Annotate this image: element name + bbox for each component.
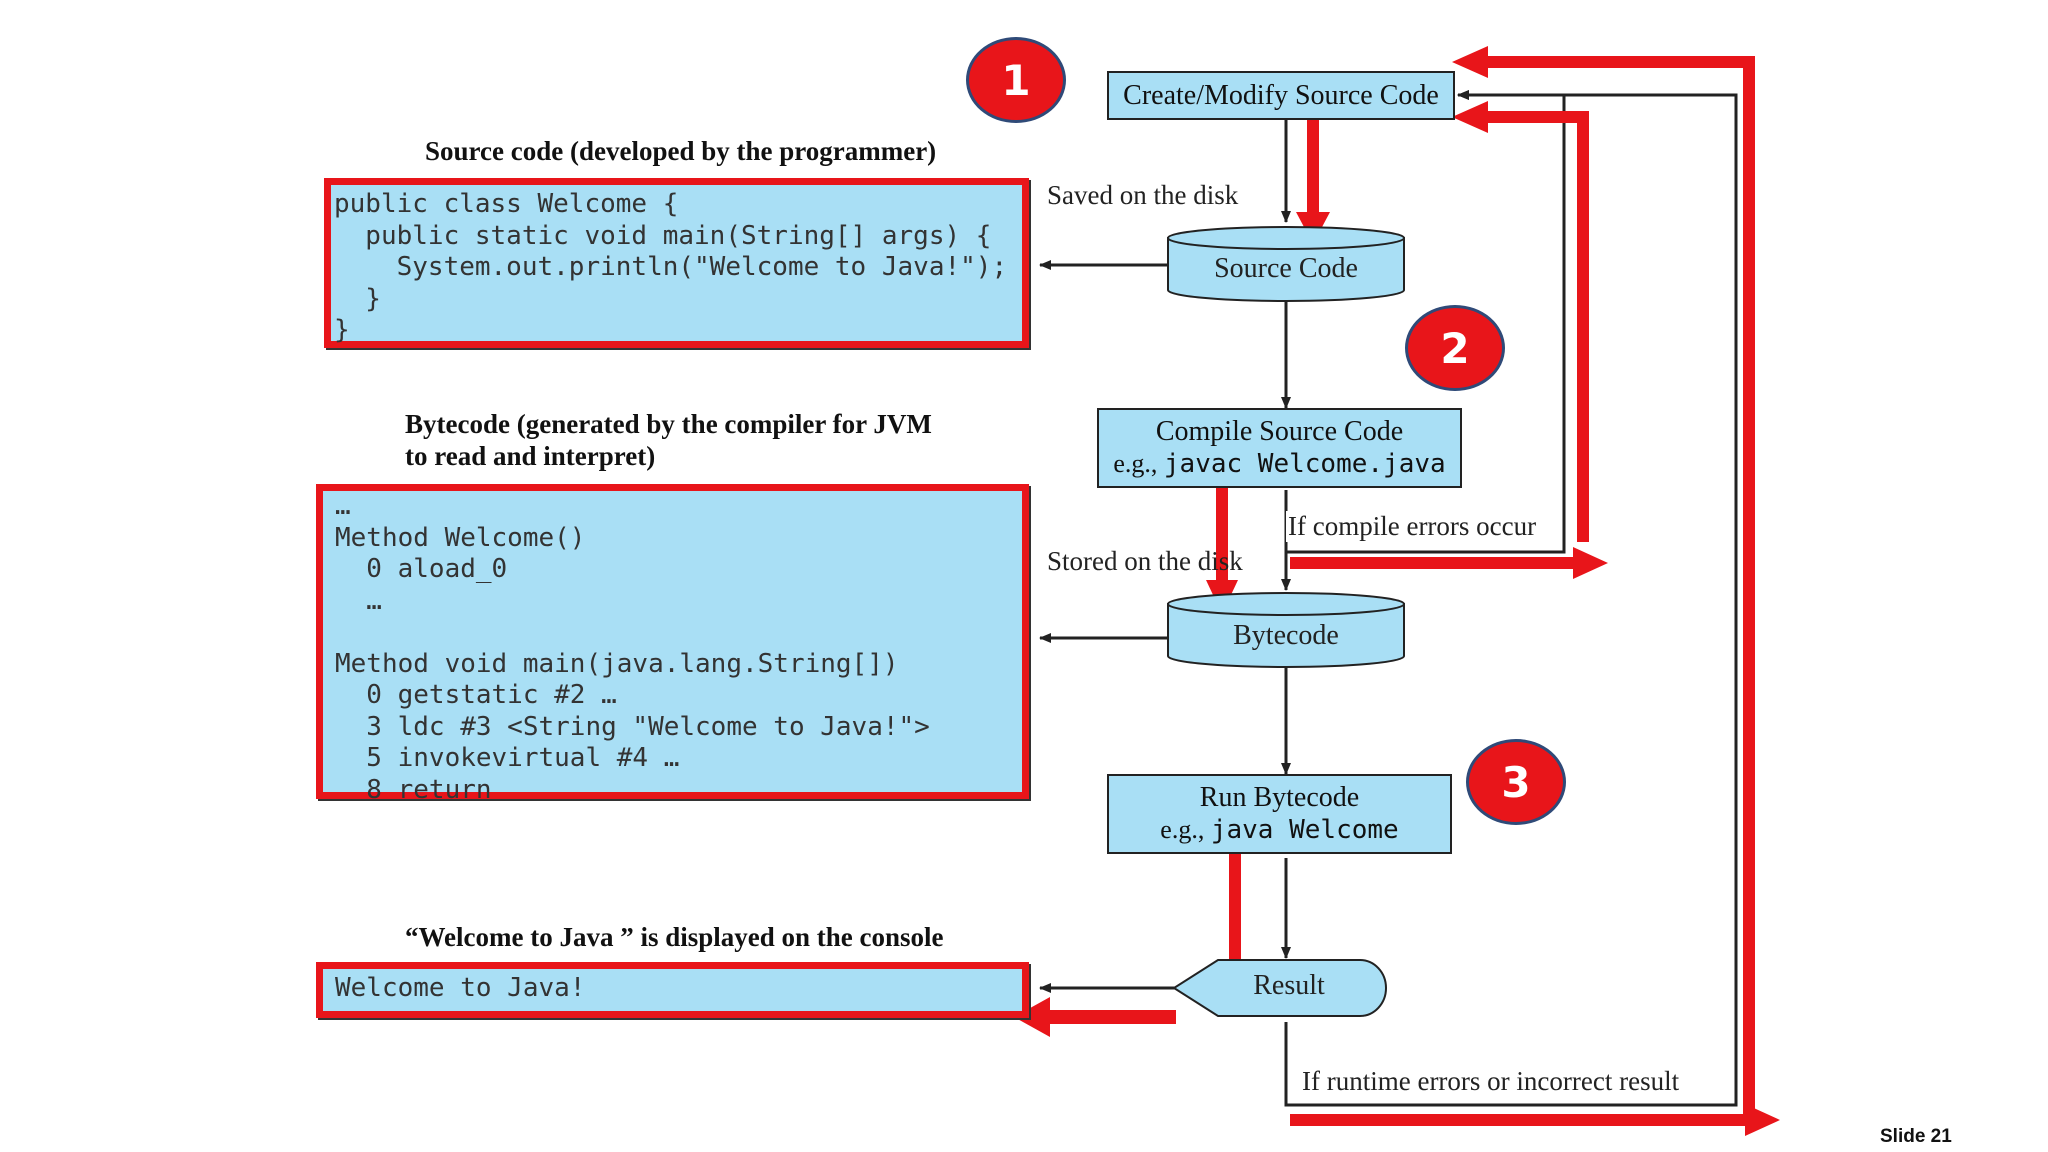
runtime-errors-label: If runtime errors or incorrect result (1302, 1066, 1680, 1096)
compile-eg: e.g., (1113, 449, 1164, 478)
compile-box: Compile Source Code e.g., javac Welcome.… (1097, 408, 1462, 488)
source-code-cylinder (1167, 226, 1405, 302)
console-output-panel: Welcome to Java! (316, 962, 1029, 1018)
create-modify-label: Create/Modify Source Code (1123, 80, 1439, 111)
step-badge-2: 2 (1405, 305, 1505, 391)
runtime-error-loop (1284, 90, 1738, 1107)
create-modify-box: Create/Modify Source Code (1107, 71, 1455, 120)
console-output-text: Welcome to Java! (335, 973, 586, 1003)
stored-on-disk-label: Stored on the disk (1047, 546, 1243, 576)
run-command: java Welcome (1210, 815, 1399, 845)
bytecode-caption-line1: Bytecode (generated by the compiler for … (405, 409, 932, 439)
source-code-caption: Source code (developed by the programmer… (425, 136, 937, 166)
run-box: Run Bytecode e.g., java Welcome (1107, 774, 1452, 854)
console-caption: “Welcome to Java ” is displayed on the c… (405, 922, 944, 952)
bytecode-label: Bytecode (1233, 620, 1339, 651)
bytecode-text: … Method Welcome() 0 aload_0 … Method vo… (335, 491, 930, 805)
compile-example: e.g., javac Welcome.java (1099, 448, 1460, 480)
source-code-label: Source Code (1214, 253, 1358, 284)
step-badge-3: 3 (1466, 739, 1566, 825)
run-title: Run Bytecode (1199, 782, 1360, 813)
compile-command: javac Welcome.java (1163, 449, 1446, 479)
bytecode-panel: … Method Welcome() 0 aload_0 … Method vo… (316, 484, 1029, 805)
source-code-text: public class Welcome { public static voi… (334, 189, 1008, 345)
slide-number: Slide 21 (1880, 1126, 1952, 1147)
run-eg: e.g., (1160, 815, 1211, 844)
result-label: Result (1253, 970, 1325, 1001)
source-code-panel: public class Welcome { public static voi… (324, 178, 1029, 348)
result-display-shape (1172, 959, 1387, 1017)
bytecode-caption-line2: to read and interpret) (405, 441, 656, 471)
run-example: e.g., java Welcome (1109, 814, 1450, 846)
compile-title: Compile Source Code (1155, 416, 1404, 447)
bytecode-cylinder (1167, 592, 1405, 668)
saved-on-disk-label: Saved on the disk (1047, 180, 1239, 210)
compile-errors-label: If compile errors occur (1286, 511, 1539, 542)
step-badge-1: 1 (966, 37, 1066, 123)
